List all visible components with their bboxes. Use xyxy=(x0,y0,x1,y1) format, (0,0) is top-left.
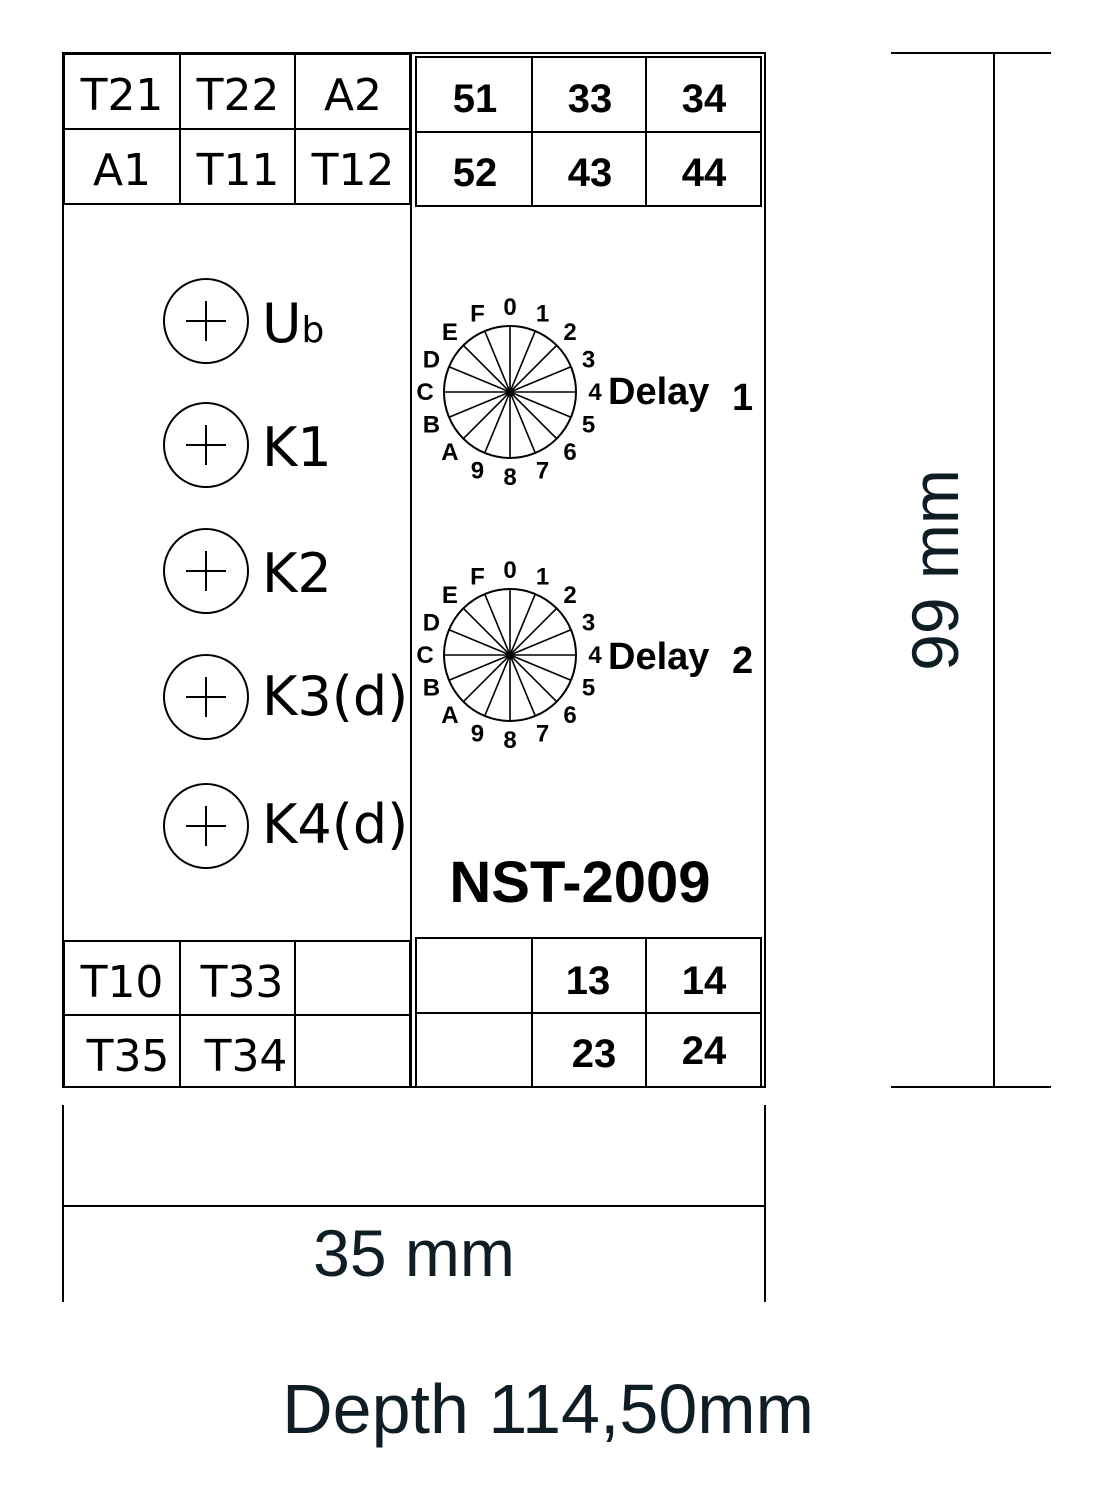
dial-2-position-5: 5 xyxy=(582,675,595,702)
svg-text:Ub: Ub xyxy=(262,292,324,355)
dial-1-position-D: D xyxy=(423,346,440,373)
dial-2-position-6: 6 xyxy=(563,702,576,729)
dial-1-position-9: 9 xyxy=(471,458,484,485)
led-k3-label: K3(d) xyxy=(262,665,408,728)
dial-2-spoke xyxy=(484,593,536,717)
height-dimension xyxy=(891,52,1051,1088)
terminal-T34: T34 xyxy=(204,1031,288,1082)
width-label: 35 mm xyxy=(313,1216,515,1290)
terminal-52: 52 xyxy=(453,151,498,195)
dial-1-spoke xyxy=(484,330,536,454)
dial-2-position-B: B xyxy=(423,675,440,702)
dial-1-position-8: 8 xyxy=(503,464,516,491)
dial-1-position-5: 5 xyxy=(582,412,595,439)
delay-2-label: Delay xyxy=(608,636,709,678)
terminal-T21: T21 xyxy=(80,70,164,121)
terminal-A1: A1 xyxy=(93,145,151,196)
terminal-33: 33 xyxy=(568,77,613,121)
terminal-A2: A2 xyxy=(324,70,382,121)
dial-1-position-E: E xyxy=(442,319,458,346)
dial-2-position-A: A xyxy=(441,702,458,729)
dial-2-position-7: 7 xyxy=(536,721,549,748)
dial-2-position-9: 9 xyxy=(471,721,484,748)
dial-1-position-3: 3 xyxy=(582,346,595,373)
terminal-T10: T10 xyxy=(80,957,164,1008)
terminal-43: 43 xyxy=(568,151,613,195)
dial-2-position-8: 8 xyxy=(503,727,516,754)
dial-2-position-0: 0 xyxy=(503,557,516,584)
terminal-23: 23 xyxy=(572,1032,617,1076)
dial-2-position-1: 1 xyxy=(536,563,549,590)
led-k4-label: K4(d) xyxy=(262,793,408,856)
dial-2-position-3: 3 xyxy=(582,609,595,636)
delay-2-number: 2 xyxy=(732,640,753,682)
dial-1-position-2: 2 xyxy=(563,319,576,346)
led-ub: Ub xyxy=(163,278,324,364)
led-k4-icon xyxy=(163,783,249,869)
device-body xyxy=(62,52,766,1088)
terminal-T22: T22 xyxy=(196,70,280,121)
right-bottom-terminal-block xyxy=(415,937,762,1088)
terminal-T11: T11 xyxy=(196,145,280,196)
dial-2-position-4: 4 xyxy=(588,642,602,669)
led-k1: K1 xyxy=(163,402,332,488)
height-label: 99 mm xyxy=(898,469,972,671)
dial-2-position-E: E xyxy=(442,582,458,609)
terminal-T33: T33 xyxy=(200,957,284,1008)
terminal-13: 13 xyxy=(566,959,611,1003)
dial-1-position-A: A xyxy=(441,439,458,466)
terminal-T35: T35 xyxy=(86,1031,170,1082)
dial-2-position-C: C xyxy=(416,642,433,669)
delay-1-number: 1 xyxy=(732,377,753,419)
terminal-T12: T12 xyxy=(311,145,395,196)
delay-1-label: Delay xyxy=(608,371,709,413)
led-k1-label: K1 xyxy=(262,416,332,479)
dial-2-position-F: F xyxy=(470,563,485,590)
dial-1-position-B: B xyxy=(423,412,440,439)
led-k4: K4(d) xyxy=(163,783,408,869)
dial-2-position-2: 2 xyxy=(563,582,576,609)
led-k3-icon xyxy=(163,654,249,740)
terminal-34: 34 xyxy=(682,77,727,121)
depth-label: Depth 114,50mm xyxy=(282,1370,814,1448)
led-k2-label: K2 xyxy=(262,542,332,605)
dial-1-position-1: 1 xyxy=(536,300,549,327)
model-name: NST-2009 xyxy=(449,850,710,915)
led-k2: K2 xyxy=(163,528,332,614)
terminal-14: 14 xyxy=(682,959,727,1003)
dial-1-position-6: 6 xyxy=(563,439,576,466)
led-k1-icon xyxy=(163,402,249,488)
terminal-44: 44 xyxy=(682,151,727,195)
dial-1-position-0: 0 xyxy=(503,294,516,321)
left-top-terminal-block xyxy=(63,53,411,205)
led-indicators: Ub K1 K2 K3(d) K4(d) xyxy=(163,278,408,869)
terminal-51: 51 xyxy=(453,77,498,121)
device-outline xyxy=(62,52,766,1088)
terminal-24: 24 xyxy=(682,1029,727,1073)
led-ub-icon xyxy=(163,278,249,364)
dial-1-position-F: F xyxy=(470,300,485,327)
dial-2-position-D: D xyxy=(423,609,440,636)
led-k3: K3(d) xyxy=(163,654,408,740)
led-ub-subscript: b xyxy=(302,310,325,351)
led-k2-icon xyxy=(163,528,249,614)
dial-1-position-4: 4 xyxy=(588,379,602,406)
right-top-terminal-block xyxy=(415,56,762,207)
dial-1-position-C: C xyxy=(416,379,433,406)
dial-1-position-7: 7 xyxy=(536,458,549,485)
led-ub-label: U xyxy=(262,292,302,355)
width-dimension xyxy=(62,1105,766,1302)
left-bottom-terminal-block xyxy=(63,940,411,1088)
